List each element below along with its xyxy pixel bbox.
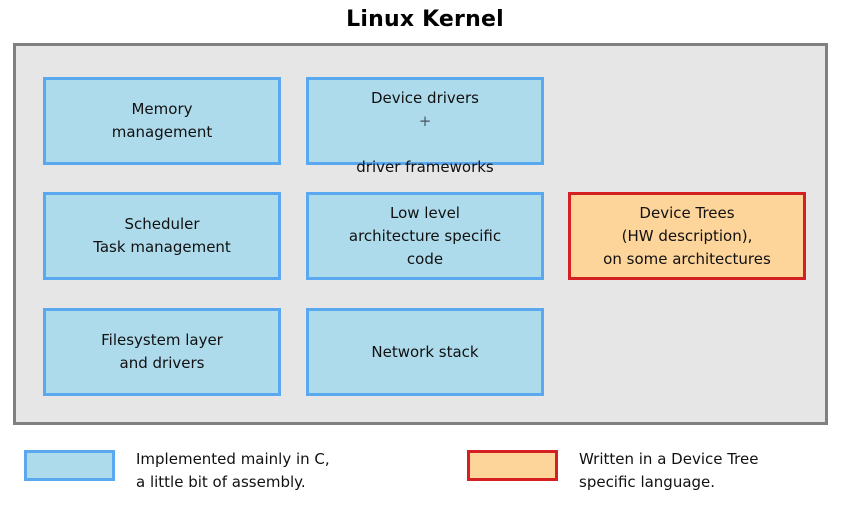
block-device-drivers-line3: driver frameworks (356, 157, 494, 176)
block-scheduler[interactable]: Scheduler Task management (43, 192, 281, 280)
block-network-stack[interactable]: Network stack (306, 308, 544, 396)
legend-label-c: Implemented mainly in C, a little bit of… (136, 450, 330, 491)
plus-icon: + (418, 111, 432, 130)
legend-label-device-tree: Written in a Device Tree specific langua… (579, 450, 759, 491)
block-device-drivers[interactable]: Device drivers + driver frameworks (306, 77, 544, 176)
legend-swatch-device-tree-icon (467, 450, 558, 481)
block-device-drivers-label: Device drivers + driver frameworks (309, 64, 541, 179)
block-memory-management[interactable]: Memory management (43, 77, 281, 165)
block-low-level-arch-code[interactable]: Low level architecture specific code (306, 192, 544, 280)
block-device-drivers-line1: Device drivers (370, 88, 479, 107)
block-network-stack-label: Network stack (371, 342, 479, 361)
block-low-level-arch-code-label: Low level architecture specific code (348, 203, 502, 268)
block-device-trees[interactable]: Device Trees (HW description), on some a… (568, 192, 806, 280)
block-device-trees-label: Device Trees (HW description), on some a… (603, 203, 771, 268)
block-memory-management-label: Memory management (111, 100, 213, 141)
block-scheduler-label: Scheduler Task management (93, 215, 231, 256)
page-title: Linux Kernel (346, 7, 504, 32)
legend-item-c: Implemented mainly in C, a little bit of… (24, 450, 330, 494)
block-filesystem-layer-label: Filesystem layer and drivers (101, 331, 223, 372)
block-filesystem-layer[interactable]: Filesystem layer and drivers (43, 308, 281, 396)
legend-item-device-tree: Written in a Device Tree specific langua… (467, 450, 758, 494)
legend-swatch-c-icon (24, 450, 115, 481)
